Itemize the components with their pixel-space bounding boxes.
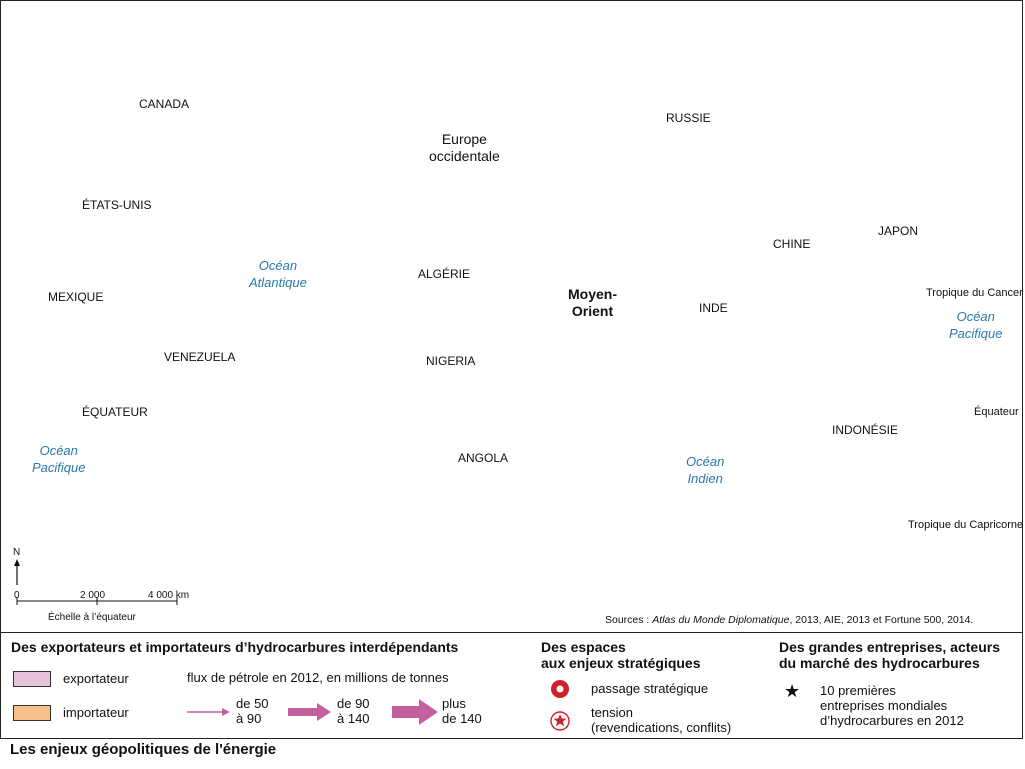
ocean-label-atlantique: Océan Atlantique bbox=[249, 258, 307, 290]
region-label-moyen-orient: Moyen- Orient bbox=[568, 286, 617, 319]
country-label-japon: JAPON bbox=[878, 224, 919, 238]
country-label-mexique: MEXIQUE bbox=[48, 290, 104, 304]
map-frame: CANADA ÉTATS-UNIS MEXIQUE VENEZUELA ÉQUA… bbox=[0, 0, 1023, 633]
country-label-venezuela: VENEZUELA bbox=[164, 350, 236, 364]
legend-section1-title: Des exportateurs et importateurs d’hydro… bbox=[11, 639, 459, 655]
country-label-equateur: ÉQUATEUR bbox=[82, 405, 148, 419]
line-label-tropique-capricorne: Tropique du Capricorne bbox=[908, 519, 1024, 531]
sources-rest: , 2013, AIE, 2013 et Fortune 500, 2014. bbox=[789, 614, 974, 626]
region-label-europe-occidentale: Europe occidentale bbox=[429, 131, 500, 164]
country-label-etats-unis: ÉTATS-UNIS bbox=[82, 198, 152, 212]
legend-section3-title: Des grandes entreprises, acteurs du marc… bbox=[779, 639, 1000, 671]
line-label-equateur: Équateur bbox=[974, 406, 1019, 418]
country-label-russie: RUSSIE bbox=[666, 111, 711, 125]
flux-arrow-medium bbox=[288, 703, 331, 721]
legend-flux-1: de 50 à 90 bbox=[236, 696, 269, 726]
scale-note: Échelle à l’équateur bbox=[48, 612, 136, 623]
north-arrow: N bbox=[11, 547, 25, 587]
legend-importateur: importateur bbox=[63, 705, 129, 720]
country-label-algerie: ALGÉRIE bbox=[418, 267, 471, 281]
country-label-nigeria: NIGERIA bbox=[426, 354, 476, 368]
legend-flux-title: flux de pétrole en 2012, en millions de … bbox=[187, 670, 449, 685]
scale-tick-0: 0 bbox=[14, 590, 20, 601]
tension-icon bbox=[550, 711, 570, 731]
ocean-label-pacifique-est: Océan Pacifique bbox=[32, 443, 86, 475]
passage-strategique-icon bbox=[551, 680, 569, 698]
line-label-tropique-cancer: Tropique du Cancer bbox=[926, 287, 1023, 299]
scale-tick-2000: 2 000 bbox=[80, 590, 106, 601]
legend-exportateur: exportateur bbox=[63, 671, 129, 686]
legend-section2-title: Des espaces aux enjeux stratégiques bbox=[541, 639, 701, 671]
figure-caption: Les enjeux géopolitiques de l'énergie bbox=[10, 741, 277, 758]
legend-tension: tension (revendications, conflits) bbox=[591, 705, 732, 735]
ocean-label-indien: Océan Indien bbox=[686, 454, 725, 486]
legend-passage: passage stratégique bbox=[591, 681, 709, 696]
sources-text: Sources : Atlas du Monde Diplomatique, 2… bbox=[605, 614, 973, 626]
scale-bar bbox=[16, 597, 178, 605]
country-label-angola: ANGOLA bbox=[458, 451, 509, 465]
ocean-label-pacifique-ouest: Océan Pacifique bbox=[949, 309, 1003, 341]
star-icon: ★ bbox=[784, 681, 801, 701]
country-label-chine: CHINE bbox=[773, 237, 811, 251]
sources-prefix: Sources : bbox=[605, 614, 653, 626]
legend-top10: 10 premières entreprises mondiales d’hyd… bbox=[820, 683, 964, 728]
flux-arrow-small bbox=[187, 708, 230, 716]
north-arrow-icon bbox=[14, 559, 20, 585]
legend-flux-3: plus de 140 bbox=[442, 696, 482, 726]
scale-tick-4000: 4 000 km bbox=[148, 590, 190, 601]
legend-panel: Des exportateurs et importateurs d’hydro… bbox=[0, 633, 1023, 739]
north-label: N bbox=[13, 547, 21, 558]
legend-flux-2: de 90 à 140 bbox=[337, 696, 370, 726]
country-label-indonesie: INDONÉSIE bbox=[832, 423, 899, 437]
swatch-importateur bbox=[13, 705, 51, 721]
sources-atlas: Atlas du Monde Diplomatique bbox=[652, 614, 790, 626]
flux-arrow-large bbox=[392, 699, 438, 725]
swatch-exportateur bbox=[13, 671, 51, 687]
country-label-inde: INDE bbox=[699, 301, 728, 315]
country-label-canada: CANADA bbox=[139, 97, 190, 111]
